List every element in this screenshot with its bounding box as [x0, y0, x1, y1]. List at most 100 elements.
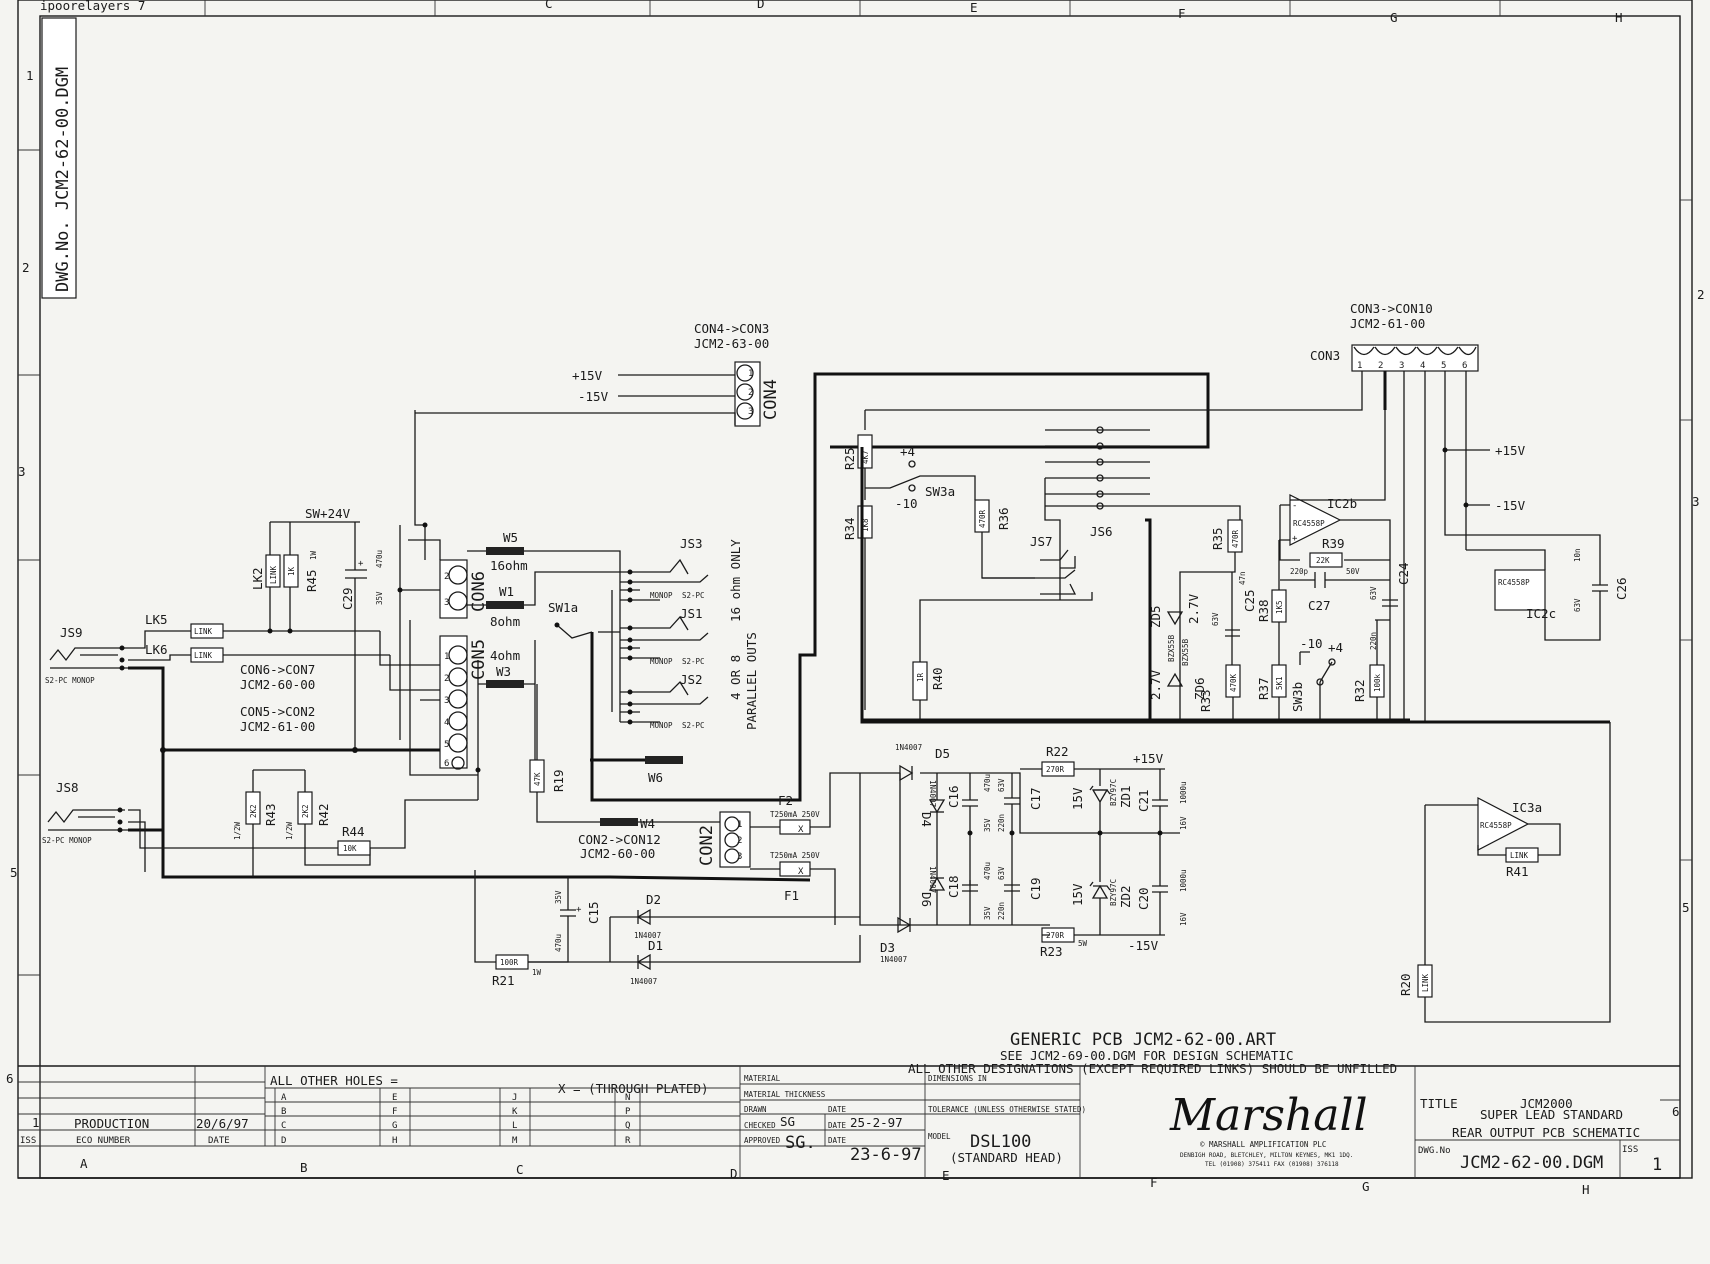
c20-value: 1000u [1179, 869, 1188, 892]
svg-text:2: 2 [444, 572, 449, 582]
iss-header: ISS [20, 1136, 36, 1146]
d5-diode: D5 1N4007 [895, 743, 950, 782]
con4-connector [734, 361, 761, 427]
d4-label: D4 [919, 812, 934, 827]
svg-text:M: M [512, 1136, 518, 1146]
col-e-bottom: E [942, 1168, 950, 1183]
zone-ticks [18, 0, 1692, 976]
ic3a-part: RC4558P [1480, 821, 1512, 830]
r19-value: 47K [533, 772, 542, 786]
drawn-date: 25-2-97 [850, 1115, 903, 1130]
svg-text:3: 3 [737, 852, 742, 862]
js1-label: JS1 [680, 606, 703, 621]
sw3a-minus10: -10 [895, 496, 918, 511]
js8-label: JS8 [56, 780, 79, 795]
con4-label: CON4 [761, 379, 781, 420]
c19-value: 220n [997, 902, 1006, 920]
svg-text:E: E [392, 1093, 397, 1103]
iss-box-label: ISS [1622, 1145, 1638, 1155]
ic2c-part: RC4558P [1498, 578, 1530, 587]
c16-value: 470u [983, 774, 992, 792]
note-see-design: SEE JCM2-69-00.DGM FOR DESIGN SCHEMATIC [1000, 1048, 1294, 1063]
w3-ohm: 4ohm [490, 648, 520, 663]
checked-date-label: DATE [828, 1121, 847, 1130]
col-b-bottom: B [300, 1160, 308, 1175]
zd1-label: ZD1 [1118, 785, 1133, 808]
r44-body [337, 840, 371, 856]
js8-type: S2-PC MONOP [42, 836, 92, 845]
company-address: DENBIGH ROAD, BLETCHLEY, MILTON KEYNES, … [1180, 1152, 1353, 1159]
approved-label: APPROVED [744, 1136, 781, 1145]
zd1-volt: 15V [1070, 787, 1085, 810]
row-3-left: 3 [18, 464, 26, 479]
r21-watt: 1W [532, 968, 542, 977]
c29-label: C29 [340, 587, 355, 610]
r44-label: R44 [342, 824, 365, 839]
c17-label: C17 [1028, 787, 1043, 810]
dwg-number-vertical: DWG.No. JCM2-62-00.DGM [53, 67, 73, 292]
r39-value: 22K [1316, 556, 1330, 565]
col-h-bottom: H [1582, 1182, 1590, 1197]
jack-js9: JS9 S2-PC MONOP [45, 625, 130, 685]
r20-link-text: LINK [1421, 973, 1430, 992]
approved-by: SG. [785, 1133, 816, 1153]
ic2c-label: IC2c [1526, 606, 1556, 621]
dimensions-label: DIMENSIONS IN [928, 1074, 987, 1083]
w5-link [486, 547, 524, 555]
ic3a-opamp: RC4558P IC3a [1477, 797, 1542, 851]
r45-value: 1K [287, 566, 296, 576]
d2-diode: D2 1N4007 [634, 892, 661, 940]
inner-frame [39, 15, 1681, 1179]
iss-row-number: 1 [32, 1115, 40, 1130]
zd5-part: BZX55B [1167, 634, 1176, 662]
con2-title: CON2->CON12 [578, 832, 661, 847]
f2-rating: T250mA 250V [770, 810, 820, 819]
f2-label: F2 [778, 793, 793, 808]
svg-text:C: C [281, 1121, 286, 1131]
r42-watt: 1/2W [285, 821, 294, 840]
c25-volt: 63V [1211, 612, 1220, 626]
c27-value: 220p [1290, 567, 1309, 576]
r23-value: 270R [1046, 931, 1065, 940]
w6-link [645, 756, 683, 764]
sw24-label: SW+24V [305, 506, 351, 521]
r35-value: 470R [1231, 529, 1240, 548]
r38-label: R38 [1256, 599, 1271, 622]
f1-body [779, 861, 811, 877]
c18-label: C18 [946, 875, 961, 898]
con2-connector: 123 CON2 [697, 811, 751, 868]
js1-monop: MONOP [650, 657, 673, 666]
iss-row-date: 20/6/97 [196, 1116, 249, 1131]
js1-s2pc: S2-PC [682, 657, 705, 666]
svg-text:K: K [512, 1107, 518, 1117]
dwgno-label: DWG.No [1418, 1146, 1451, 1156]
w1-ohm: 8ohm [490, 614, 520, 629]
row-5-left: 5 [10, 865, 18, 880]
eco-header: ECO NUMBER [76, 1136, 131, 1146]
js3-label: JS3 [680, 536, 703, 551]
w5-label: W5 [503, 530, 518, 545]
c26-volt: 63V [1573, 598, 1582, 612]
title-block: 1 PRODUCTION 20/6/97 ISS ECO NUMBER DATE… [18, 1065, 1680, 1197]
r34-value: 1K8 [861, 518, 870, 532]
lk6-label: LK6 [145, 642, 168, 657]
r44-value: 10K [343, 844, 357, 853]
col-e-top: E [970, 0, 978, 15]
d3-label: D3 [880, 940, 895, 955]
con2-ref: JCM2-60-00 [580, 846, 655, 861]
parallel-4or8-note: 4 OR 8 [728, 655, 743, 700]
js2-monop: MONOP [650, 721, 673, 730]
zd1-part: BZY97C [1109, 779, 1118, 806]
r20-link [1417, 964, 1433, 998]
c20-label: C20 [1136, 887, 1151, 910]
con2-label: CON2 [697, 825, 717, 866]
marshall-logo: Marshall [1169, 1090, 1368, 1141]
svg-text:6: 6 [1462, 361, 1467, 371]
c20-volt: 16V [1179, 912, 1188, 926]
model-value: DSL100 [970, 1132, 1031, 1152]
c15-label: C15 [586, 901, 601, 924]
col-a-bottom: A [80, 1156, 88, 1171]
holes-note: ALL OTHER HOLES = [270, 1073, 398, 1088]
con3-title: CON3->CON10 [1350, 301, 1433, 316]
w4-label: W4 [640, 816, 655, 831]
